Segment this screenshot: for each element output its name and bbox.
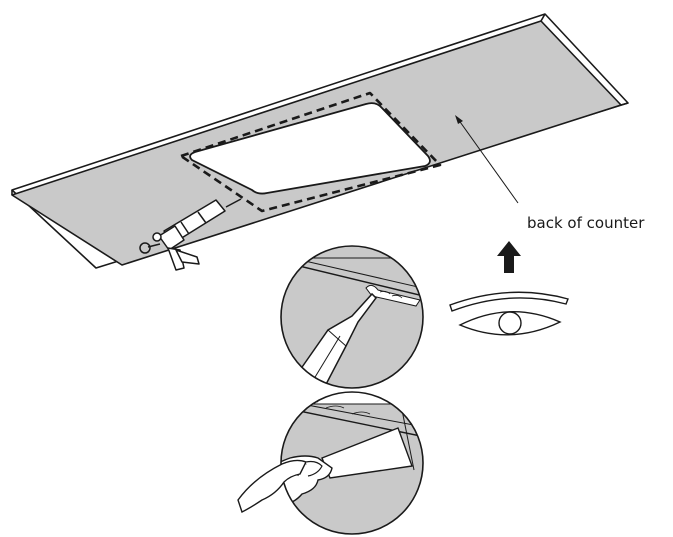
sink-cutout bbox=[179, 91, 442, 213]
detail-smooth-sealant bbox=[237, 391, 424, 535]
sealant-bead-path bbox=[179, 91, 442, 213]
eye-icon bbox=[449, 291, 569, 336]
caulk-gun-icon bbox=[139, 198, 242, 271]
arrow-up-icon bbox=[497, 241, 521, 273]
back-of-counter-callout: back of counter bbox=[455, 115, 645, 232]
detail-apply-sealant bbox=[280, 245, 424, 389]
back-of-counter-label: back of counter bbox=[527, 214, 645, 232]
